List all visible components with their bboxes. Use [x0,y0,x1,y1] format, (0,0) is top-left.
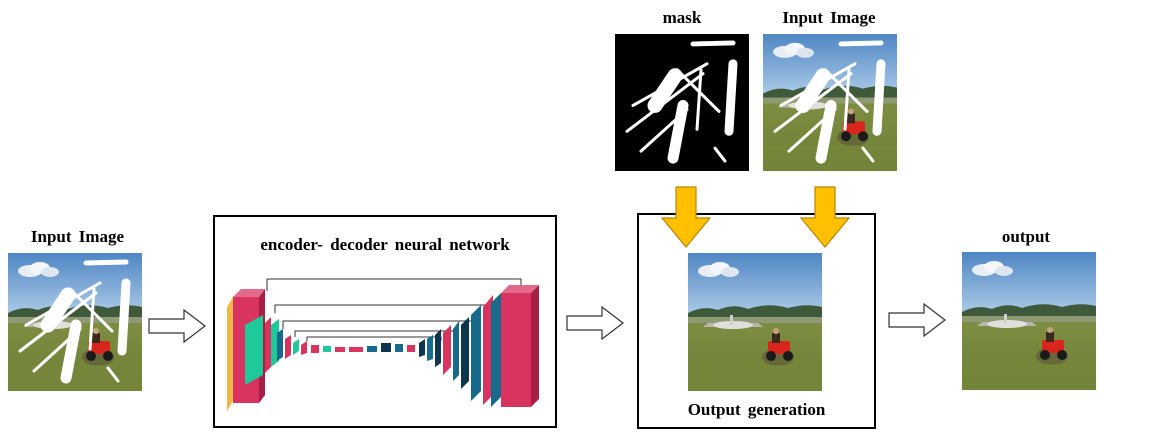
mask-image [615,34,749,171]
arrow-right-icon [148,309,206,343]
output-image [962,252,1096,390]
decoder-layers [419,285,539,407]
encoder-layers [227,289,415,411]
network-architecture [227,278,539,411]
arrow-down-icon [800,186,850,248]
network-label: encoder- decoder neural network [260,235,510,254]
generated-image [688,253,822,391]
masked-input-image [763,34,897,171]
input-image-label: Input Image [30,227,125,246]
arrow-right-icon [888,303,946,337]
encoder-decoder-box: encoder- decoder neural network [213,215,557,428]
mask-label: mask [662,8,702,27]
input-image [8,253,142,391]
output-generation-box: Output generation [637,213,876,429]
output-generation-label: Output generation [687,400,826,419]
arrow-right-icon [566,306,624,340]
masked-input-label: Input Image [782,8,876,27]
output-label: output [1001,227,1051,246]
arrow-down-icon [661,186,711,248]
